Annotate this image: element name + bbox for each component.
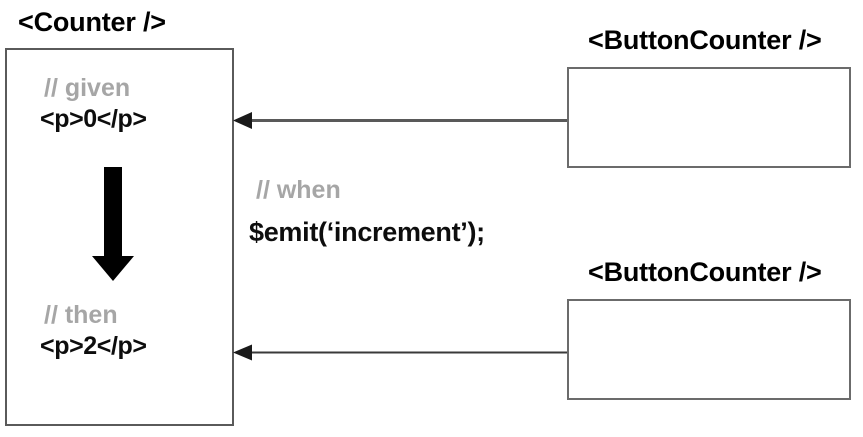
buttoncounter-component-title-1: <ButtonCounter /> [588, 25, 822, 55]
buttoncounter-component-box-1 [567, 67, 851, 168]
then-state-code: <p>2</p> [40, 332, 147, 360]
then-comment-label: // then [44, 301, 118, 329]
buttoncounter-component-box-2 [567, 299, 851, 400]
emit-arrow-top-icon [233, 112, 567, 129]
given-comment-label: // given [44, 74, 131, 102]
emit-arrow-bottom-icon [233, 344, 567, 361]
buttoncounter-component-title-2: <ButtonCounter /> [588, 257, 822, 287]
emit-increment-code: $emit(‘increment’); [249, 217, 485, 247]
given-state-code: <p>0</p> [40, 105, 147, 133]
when-comment-label: // when [256, 176, 341, 204]
counter-component-title: <Counter /> [18, 7, 166, 37]
